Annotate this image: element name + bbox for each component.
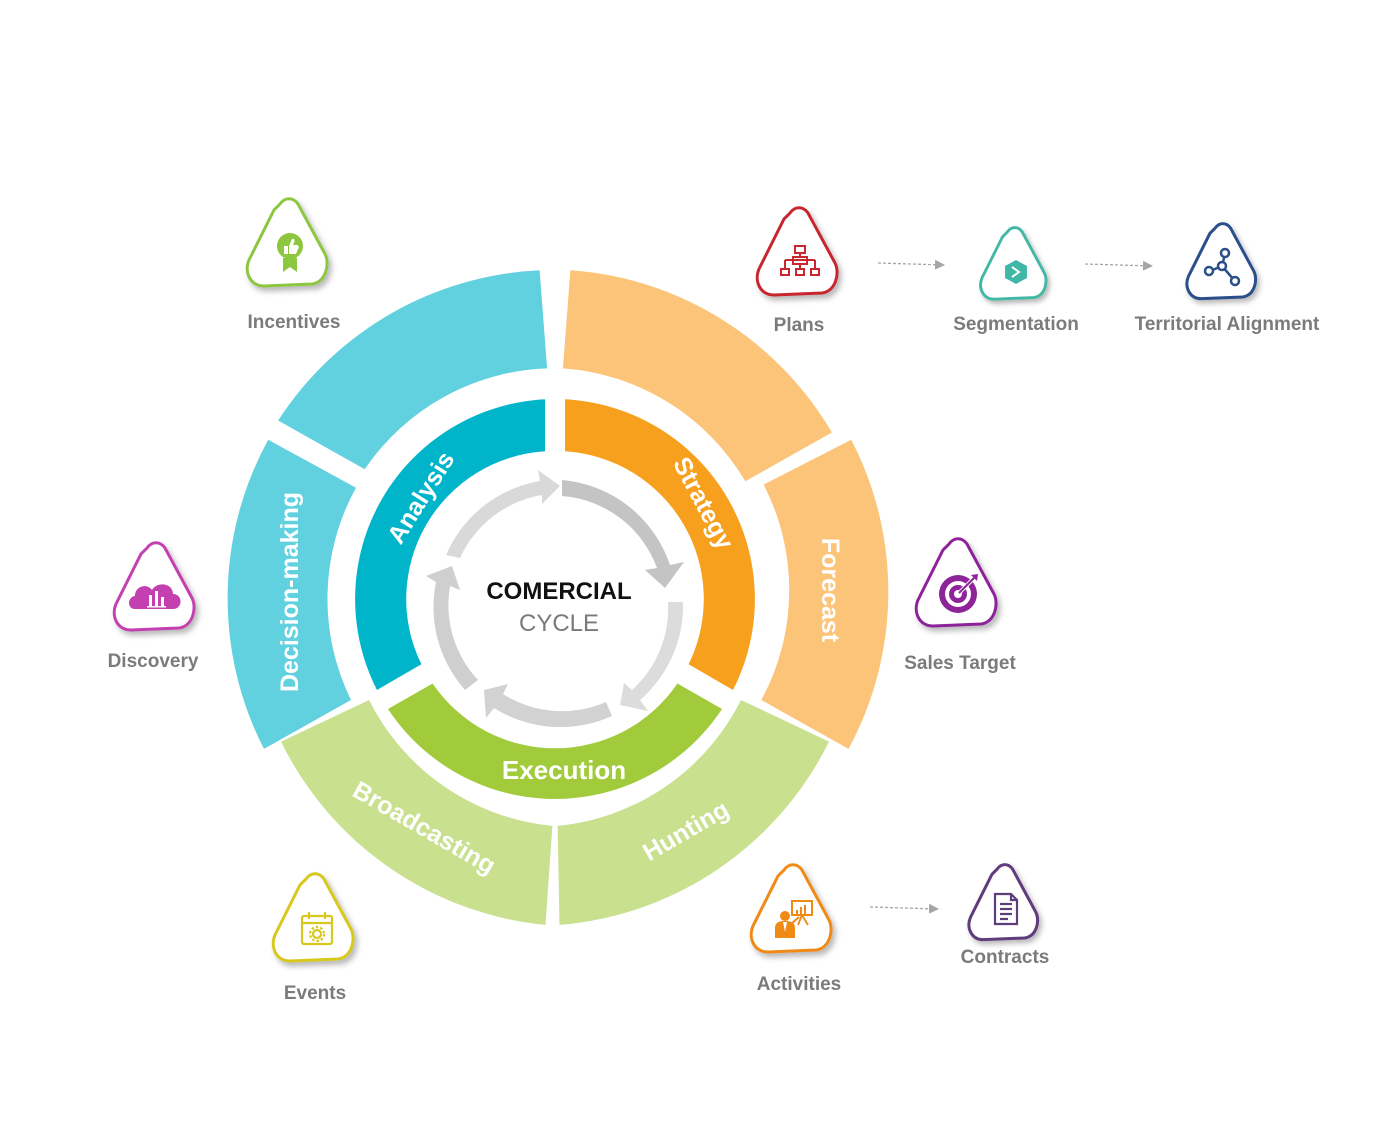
node-label-discovery: Discovery [108, 651, 199, 672]
node-contracts: Contracts [961, 863, 1050, 968]
node-plans: Plans [755, 206, 839, 336]
network-nodes-icon [1203, 247, 1241, 287]
node-label-sales-target: Sales Target [904, 653, 1016, 674]
cycle-arrow-right [620, 602, 684, 711]
inner-segment-execution [388, 683, 722, 799]
outer-segment-broadcasting [281, 700, 553, 925]
outer-label-achievement: Achievement [303, 202, 457, 297]
node-territorial-alignment: Territorial Alignment [1135, 222, 1320, 335]
node-events: Events [271, 872, 355, 1004]
badge-discovery [112, 541, 196, 632]
outer-ring: Planning Achievement Forecast Hunting Br… [227, 198, 889, 925]
node-label-incentives: Incentives [248, 312, 341, 333]
node-label-activities: Activities [757, 974, 841, 995]
cycle-arrow-left [426, 566, 478, 690]
node-label-events: Events [284, 983, 346, 1004]
outer-segment-forecast [761, 439, 889, 749]
node-sales-target: Sales Target [904, 537, 1016, 674]
thumbs-up-badge-icon [277, 233, 303, 272]
badge-plans [755, 206, 839, 297]
node-segmentation: Segmentation [953, 226, 1079, 335]
calendar-gear-icon [300, 912, 334, 946]
cycle-arrow-bottom [484, 684, 612, 728]
node-label-plans: Plans [774, 315, 825, 336]
connector-segmentation-territorial [1084, 260, 1153, 271]
node-discovery: Discovery [108, 541, 199, 672]
node-label-territorial-alignment: Territorial Alignment [1135, 314, 1320, 335]
outer-segment-decision-making [227, 439, 356, 749]
cycle-arrows [426, 470, 684, 728]
node-label-segmentation: Segmentation [953, 314, 1079, 335]
connectors [869, 259, 1153, 914]
cycle-arrow-top-right [562, 480, 684, 588]
inner-label-execution: Execution [502, 755, 626, 785]
badge-contracts [967, 863, 1040, 942]
badge-events [271, 872, 355, 963]
document-icon [993, 892, 1019, 926]
outer-segment-hunting [557, 700, 829, 925]
connector-activities-contracts [869, 903, 939, 914]
segment-arrow-icon [1005, 260, 1027, 284]
outer-label-decision-making: Decision-making [276, 492, 304, 692]
outer-segment-planning [562, 270, 832, 482]
target-icon [939, 574, 978, 613]
center-title: COMERCIAL [486, 578, 631, 605]
node-label-contracts: Contracts [961, 947, 1050, 968]
node-activities: Activities [749, 863, 841, 995]
cloud-chart-icon [129, 584, 181, 609]
cycle-arrow-top-left [446, 470, 560, 558]
presentation-icon [775, 900, 813, 938]
center-subtitle: CYCLE [519, 610, 599, 637]
org-chart-icon [780, 245, 820, 276]
inner-segment-strategy [565, 399, 755, 690]
outer-label-forecast: Forecast [816, 538, 844, 643]
inner-segment-analysis [355, 399, 545, 690]
node-incentives: Incentives [245, 197, 341, 333]
outer-segment-achievement [278, 270, 548, 470]
outer-label-planning: Planning [638, 198, 748, 262]
connector-plans-segmentation [877, 259, 945, 270]
